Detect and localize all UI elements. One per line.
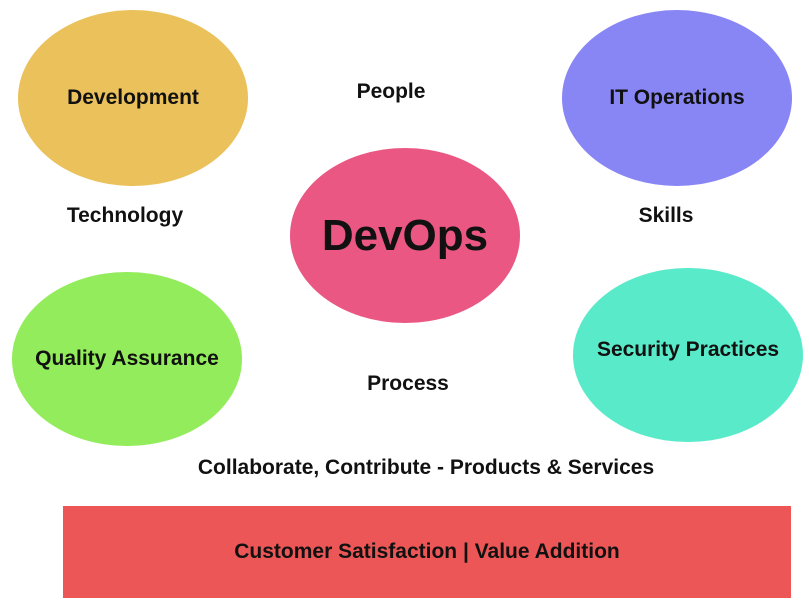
banner-text: Customer Satisfaction | Value Addition: [234, 540, 620, 563]
node-devops: DevOps: [290, 148, 520, 323]
label-people: People: [356, 80, 426, 103]
node-development-label: Development: [67, 86, 199, 109]
node-security-practices: Security Practices: [573, 268, 803, 442]
banner-customer-satisfaction: Customer Satisfaction | Value Addition: [63, 506, 791, 598]
node-devops-label: DevOps: [321, 210, 489, 260]
label-skills: Skills: [638, 204, 694, 227]
node-development: Development: [18, 10, 248, 186]
node-it-operations-label: IT Operations: [609, 86, 745, 109]
label-process: Process: [367, 372, 449, 395]
node-security-practices-label: Security Practices: [596, 338, 780, 361]
label-technology: Technology: [66, 204, 184, 227]
node-quality-assurance-label: Quality Assurance: [35, 347, 219, 370]
node-quality-assurance: Quality Assurance: [12, 272, 242, 446]
node-it-operations: IT Operations: [562, 10, 792, 186]
label-collaborate: Collaborate, Contribute - Products & Ser…: [197, 456, 655, 479]
